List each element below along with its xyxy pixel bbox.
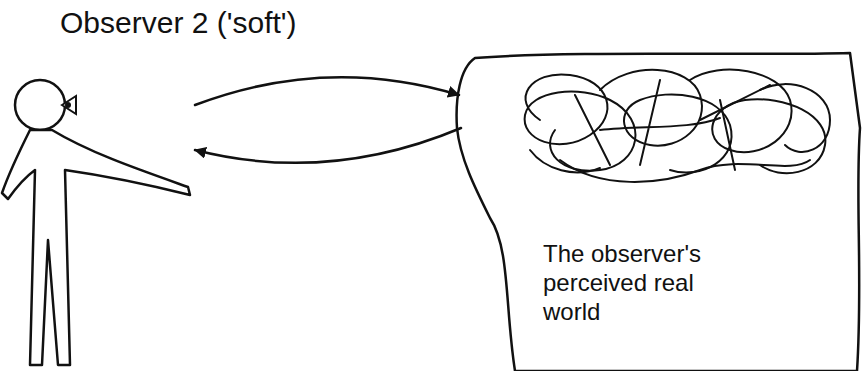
observer-heading: Observer 2 ('soft') (60, 5, 297, 41)
observer-figure-outline (0, 75, 195, 371)
curved-arrow (195, 77, 459, 105)
curved-arrow (195, 128, 461, 163)
world-blob: The observer's perceived real world (455, 48, 865, 371)
world-label: The observer's perceived real world (543, 240, 733, 326)
observer-figure: Observer 2 ('soft') (0, 75, 195, 371)
world-blob-outline (455, 48, 865, 371)
